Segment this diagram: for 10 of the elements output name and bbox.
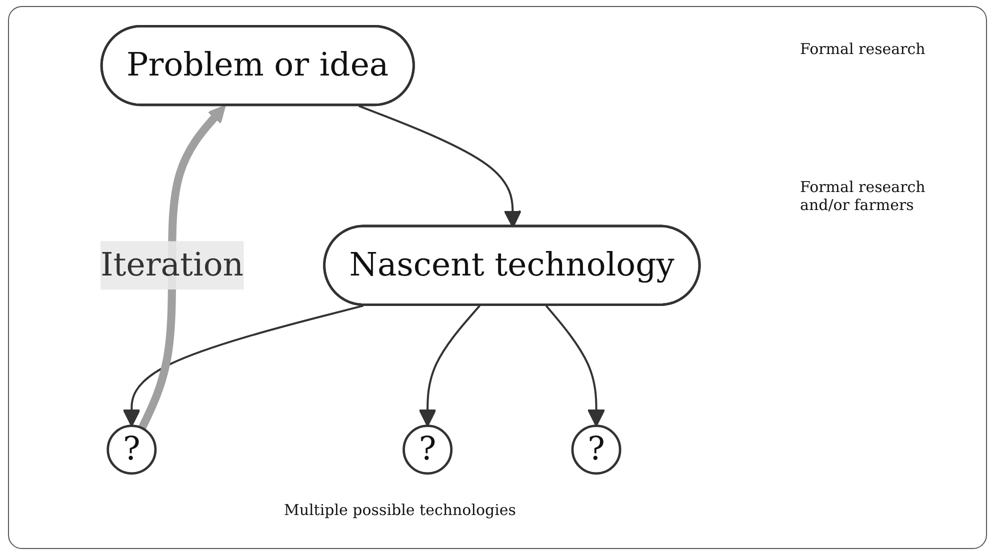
arrow [545,305,606,427]
arrow [122,304,364,427]
bracket-label: Formal research and/or farmers [800,178,926,214]
edge-label: Iteration [100,245,244,284]
bracket-label: Formal research [800,40,926,58]
node-circle: ? [106,424,157,475]
caption-label: Multiple possible technologies [284,501,516,519]
arrow [418,305,480,427]
node-circle: ? [402,424,453,475]
node-circle: ? [571,424,622,475]
